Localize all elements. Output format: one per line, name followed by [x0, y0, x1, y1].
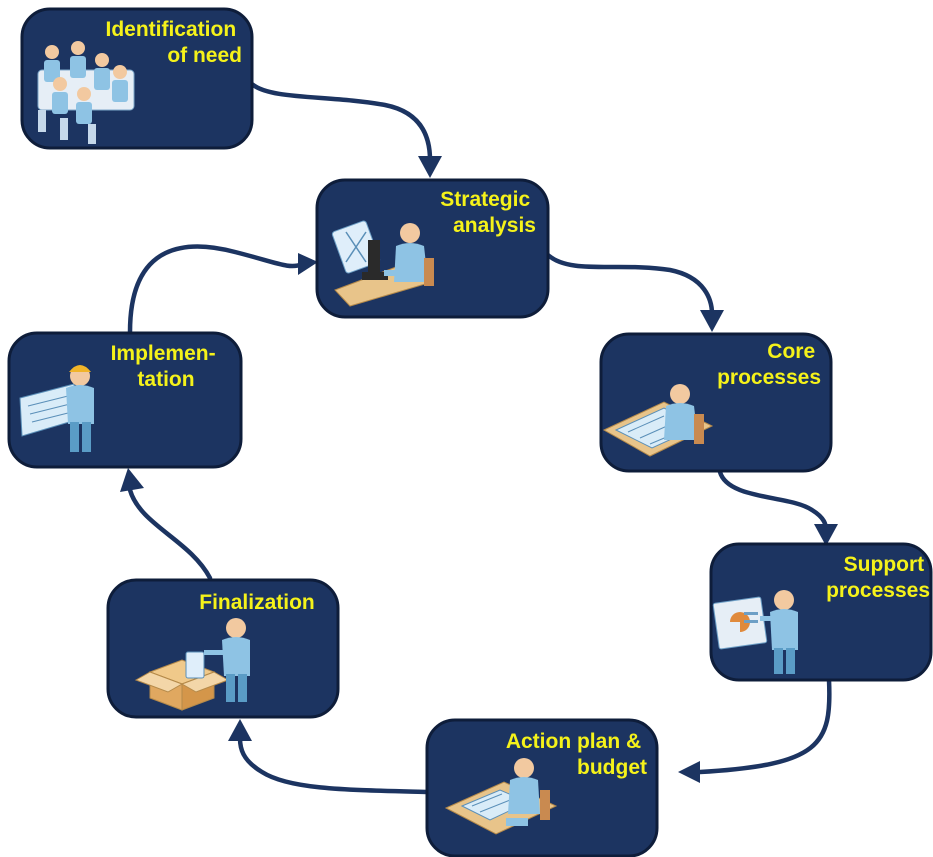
- label-implementation-line2: tation: [137, 368, 194, 391]
- connectors: [120, 81, 838, 795]
- arrowhead-strategic-return: [298, 253, 318, 275]
- arrowhead-core-in: [700, 310, 724, 332]
- connector-action-to-finalization: [237, 735, 433, 795]
- svg-text:Finalization: Finalization: [199, 591, 315, 614]
- desk-plans-icon: [602, 384, 714, 457]
- label-support-line2: processes: [826, 579, 930, 602]
- connector-core-to-support: [717, 469, 829, 533]
- meeting-icon: [37, 41, 135, 144]
- packaging-box-icon: [134, 618, 250, 711]
- label-strategic-line2: analysis: [453, 214, 536, 237]
- svg-text:Strategic analysis: Strategic analysis: [440, 188, 536, 237]
- writing-desk-icon: [444, 758, 558, 835]
- connector-finalization-to-implementation: [127, 487, 213, 581]
- svg-text:Core processes: Core processes: [717, 340, 821, 389]
- label-strategic-line1: Strategic: [440, 188, 530, 211]
- label-action-line1: Action plan &: [506, 730, 641, 753]
- blueprint-worker-icon: [19, 365, 94, 452]
- svg-text:Action plan & budget: Action plan & budget: [506, 730, 647, 779]
- connector-support-to-action: [697, 677, 832, 775]
- node-strategic-analysis[interactable]: Strategic analysis: [315, 178, 550, 319]
- connector-implementation-to-strategic: [127, 244, 305, 335]
- label-identification-line2: of need: [167, 44, 242, 67]
- label-action-line2: budget: [577, 756, 647, 779]
- presentation-board-icon: [712, 590, 798, 674]
- node-implementation[interactable]: Implemen- tation: [7, 331, 243, 469]
- label-identification-line1: Identification: [105, 18, 236, 41]
- arrowhead-action-in: [678, 761, 700, 783]
- svg-text:Support processes: Support processes: [826, 553, 930, 602]
- node-core-processes[interactable]: Core processes: [599, 332, 833, 473]
- connector-strategic-to-core: [545, 252, 715, 317]
- label-implementation-line1: Implemen-: [111, 342, 216, 365]
- node-action-plan-budget[interactable]: Action plan & budget: [425, 718, 659, 857]
- svg-text:Identification of need: Identification of need: [105, 18, 242, 67]
- arrowhead-finalization-in: [228, 719, 252, 741]
- arrowhead-implementation-in: [120, 468, 144, 492]
- label-core-line2: processes: [717, 366, 821, 389]
- connector-identification-to-strategic: [249, 81, 433, 163]
- arrowhead-support-in: [814, 524, 838, 546]
- node-support-processes[interactable]: Support processes: [709, 542, 933, 682]
- svg-text:Implemen- tation: Implemen- tation: [111, 342, 222, 391]
- label-support-line1: Support: [844, 553, 924, 576]
- label-core-line1: Core: [767, 340, 815, 363]
- arrowhead-strategic-in: [418, 156, 442, 178]
- node-finalization[interactable]: Finalization: [106, 578, 340, 719]
- microscope-icon: [331, 220, 434, 307]
- node-identification-of-need[interactable]: Identification of need: [20, 7, 254, 150]
- label-finalization: Finalization: [199, 591, 315, 614]
